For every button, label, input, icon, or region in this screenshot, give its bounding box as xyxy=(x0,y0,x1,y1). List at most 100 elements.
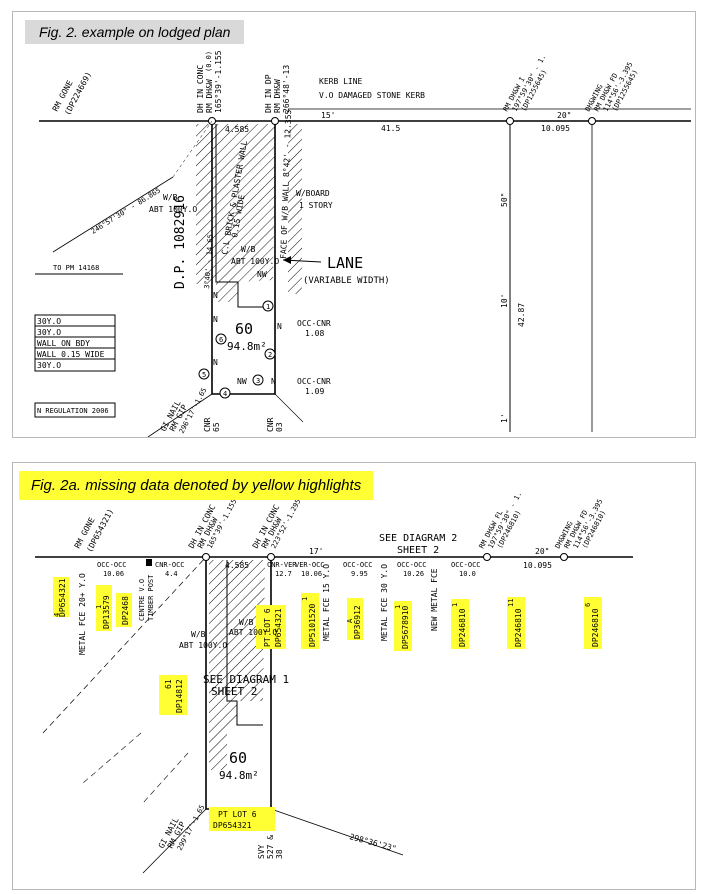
highlight-dp: DP14812 xyxy=(175,679,184,713)
table-row: WALL 0.15 WIDE xyxy=(37,350,105,359)
highlight-dp: DP654321 xyxy=(213,821,252,830)
station-number: 6 xyxy=(219,336,223,344)
dp-number-label: D.P. 1082916 xyxy=(173,195,188,289)
station-circle xyxy=(262,300,274,312)
tie-line-bottom xyxy=(274,393,304,423)
dimension-label: 10.095 xyxy=(523,561,552,570)
dimension-label: (0.0) xyxy=(205,51,213,72)
bearing-label: 298°36'23" xyxy=(348,832,397,853)
fence-label: METAL FCE 30 Y.O xyxy=(380,564,389,641)
highlight-lot-11 xyxy=(507,597,525,649)
station-number: 4 xyxy=(223,390,227,398)
wboard-label: W/BOARD xyxy=(296,189,330,198)
survey-mark xyxy=(271,117,279,125)
n-mark: N xyxy=(213,291,218,300)
cnr-ver-value: 12.7 xyxy=(275,570,292,578)
dimension-label: 1' xyxy=(500,413,509,423)
occ-cnr-label: OCC-CNR xyxy=(297,377,331,386)
lot-number: 60 xyxy=(229,749,247,767)
svy-value: 38 xyxy=(275,849,284,859)
bearing-label: 266°48'-13 xyxy=(282,65,291,113)
wall-hatch-right xyxy=(288,124,302,294)
highlight-dp2468 xyxy=(116,593,132,627)
occ-occ-label: OCC-OCC xyxy=(451,561,481,569)
n-mark: N xyxy=(213,358,218,367)
wall-hatch-left xyxy=(209,560,227,770)
survey-mark xyxy=(202,553,210,561)
figure-caption: Fig. 2a. missing data denoted by yellow … xyxy=(19,471,374,500)
figure-2-panel: RM GONE (DP224669) DH IN CONC RM DH&W 16… xyxy=(12,11,696,438)
wall-hatch-left xyxy=(196,124,216,284)
highlight-pt-lot-6-bottom xyxy=(209,807,275,831)
n-mark: N xyxy=(213,315,218,324)
bearing-line-left xyxy=(52,176,174,253)
occ-occ-label: OCC-OCC xyxy=(343,561,373,569)
dh-dp-label: DH IN DP xyxy=(264,74,273,113)
dimension-label: 20" xyxy=(535,547,549,556)
highlight-lot: A xyxy=(346,618,354,623)
highlight-dp: DP5678910 xyxy=(401,605,410,649)
see-diagram-2-sheet: SHEET 2 xyxy=(397,545,439,556)
wb-label: W/B xyxy=(239,618,254,627)
diagonal-line-left-2 xyxy=(82,732,142,784)
fence-label: METAL FCE 20+ Y.O xyxy=(78,573,87,655)
station-circle xyxy=(219,387,231,399)
occ-occ-label: OCC-OCC xyxy=(397,561,427,569)
highlight-lot-1-dp5101520 xyxy=(301,593,319,649)
table-row: WALL ON BDY xyxy=(37,339,90,348)
lot-boundary xyxy=(211,121,276,395)
survey-mark xyxy=(267,553,275,561)
see-diagram-1-sheet: SHEET 2 xyxy=(211,685,257,698)
dimension-label: 15' xyxy=(321,111,335,120)
highlight-lot-1-dp13579 xyxy=(96,585,112,631)
dimension-label: 50" xyxy=(500,193,509,207)
cnr-occ-label: CNR-OCC xyxy=(155,561,185,569)
highlight-lot: 6 xyxy=(584,603,592,607)
occ-cnr-value: 1.08 xyxy=(305,329,324,338)
n-mark: N xyxy=(277,322,282,331)
lane-width-label: (VARIABLE WIDTH) xyxy=(303,276,390,286)
highlight-lot-1-dp5678910 xyxy=(394,601,412,651)
occ-occ-value: 10.0 xyxy=(459,570,476,578)
highlight-pt-lot-6-top xyxy=(256,605,286,649)
bearing-line-left-ext xyxy=(172,120,213,178)
highlighted-plan-diagram: DP654321 4 DP13579 1 DP2468 PT LOT 6 DP6… xyxy=(35,490,633,874)
highlight-lot: 4 xyxy=(53,613,61,617)
fence-label: NEW METAL FCE xyxy=(430,568,439,631)
lot-area: 94.8m² xyxy=(219,769,259,782)
dimension-label: 42.87 xyxy=(517,303,526,327)
station-circle xyxy=(264,348,276,360)
highlight-dp: DP246810 xyxy=(458,608,467,647)
bearing-line-bottom xyxy=(270,808,404,856)
highlight-lot: PT LOT 6 xyxy=(263,608,272,647)
highlight-dp: DP246810 xyxy=(514,608,523,647)
wb-age-label: ABT 100Y.O xyxy=(231,257,279,266)
survey-mark xyxy=(506,117,514,125)
cnr-value: 03 xyxy=(275,422,284,432)
centre-vo-label: CENTRE V.O xyxy=(138,579,146,621)
occ-occ-value: 10.26 xyxy=(403,570,424,578)
station-number: 2 xyxy=(268,351,272,359)
wb-age-label: ABT 100Y.O xyxy=(149,205,197,214)
lane-arrow-icon xyxy=(283,256,291,264)
survey-mark xyxy=(483,553,491,561)
station-number: 3 xyxy=(256,377,260,385)
timber-post-icon xyxy=(146,559,152,566)
survey-mark xyxy=(588,117,596,125)
nw-label: NW xyxy=(237,377,247,386)
lane-label: LANE xyxy=(327,254,363,272)
table-row: 30Y.O xyxy=(37,317,61,326)
station-circle xyxy=(198,368,210,380)
highlight-dp: DP654321 xyxy=(58,578,67,617)
building-outline xyxy=(215,124,268,308)
table-row: 30Y.O xyxy=(37,328,61,337)
n-mark: N xyxy=(271,377,276,386)
station-number: 1 xyxy=(266,303,270,311)
dimension-label: 20" xyxy=(557,111,571,120)
highlight-lot: 1 xyxy=(451,603,459,607)
ver-occ-value: 10.06 xyxy=(301,570,322,578)
building-hatch xyxy=(227,560,265,725)
diagonal-line-left-3 xyxy=(142,752,189,804)
rm-dhw-label: RM DH&W xyxy=(205,79,214,113)
see-diagram-1: SEE DIAGRAM 1 xyxy=(203,673,289,686)
